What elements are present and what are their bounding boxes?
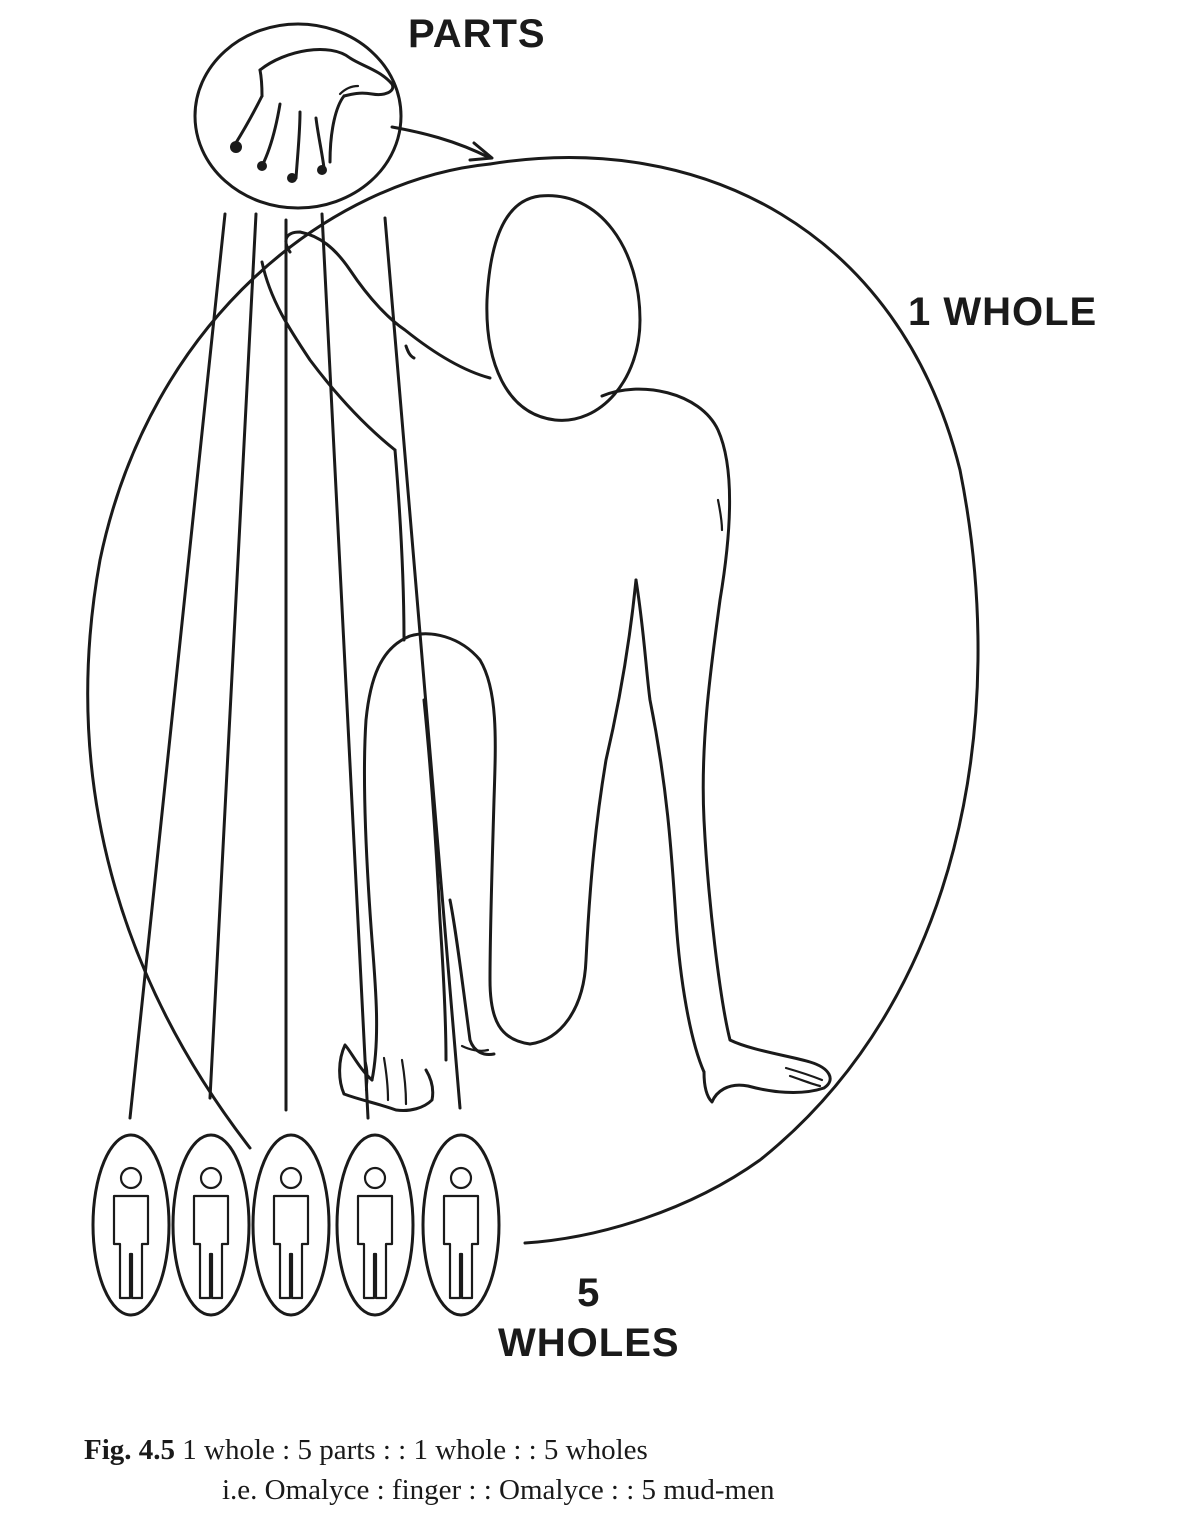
finger-to-mudmen-lines bbox=[128, 212, 462, 1120]
arrow-head bbox=[468, 141, 494, 162]
mud-man-3 bbox=[251, 1133, 331, 1317]
whole-circle-arc bbox=[488, 156, 980, 1245]
mud-man-2 bbox=[171, 1133, 251, 1317]
mud-man-5 bbox=[421, 1133, 501, 1317]
link-line-4 bbox=[320, 212, 370, 1120]
figure-caption: Fig. 4.5 1 whole : 5 parts : : 1 whole :… bbox=[84, 1430, 774, 1510]
link-line-1 bbox=[128, 212, 227, 1120]
mud-man-1 bbox=[91, 1133, 171, 1317]
mud-man-4 bbox=[335, 1133, 415, 1317]
label-one-whole: 1 WHOLE bbox=[908, 290, 1098, 334]
whole-circle-arc-left bbox=[86, 162, 492, 1150]
caption-line-1: 1 whole : 5 parts : : 1 whole : : 5 whol… bbox=[182, 1434, 648, 1466]
parts-circle bbox=[193, 22, 403, 210]
hand-icon bbox=[230, 47, 395, 183]
omalyce-figure bbox=[260, 194, 832, 1112]
label-five: 5 bbox=[577, 1271, 601, 1315]
label-wholes: WHOLES bbox=[498, 1321, 680, 1365]
caption-line-2: i.e. Omalyce : finger : : Omalyce : : 5 … bbox=[222, 1474, 775, 1506]
label-five-wholes: 5 WHOLES bbox=[498, 1268, 680, 1368]
link-line-2 bbox=[208, 212, 258, 1100]
caption-fig-number: Fig. 4.5 bbox=[84, 1434, 176, 1466]
label-parts: PARTS bbox=[408, 12, 546, 56]
link-line-5 bbox=[383, 216, 462, 1110]
mud-men-row bbox=[91, 1133, 501, 1317]
